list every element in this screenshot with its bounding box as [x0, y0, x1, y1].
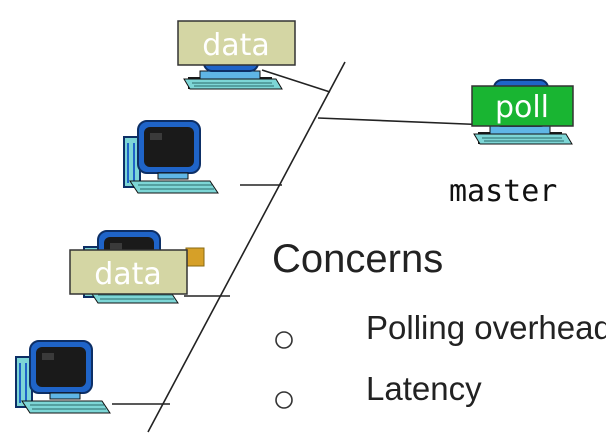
bullet-ring-icon	[275, 331, 293, 349]
poll-tag: poll	[471, 85, 574, 127]
branch-line	[261, 69, 331, 93]
small-indicator-square	[185, 247, 205, 267]
data-tag-label: data	[94, 257, 162, 292]
computer-icon	[15, 340, 111, 414]
data-tag-top: data	[177, 20, 296, 66]
computer-icon	[123, 120, 219, 194]
concern-item-1: Polling overhead	[366, 309, 606, 346]
poll-tag-label: poll	[495, 90, 549, 125]
branch-line-to-master	[317, 117, 491, 126]
concerns-heading: Concerns	[272, 237, 443, 281]
data-tag-label: data	[202, 28, 270, 63]
shared-bus-line	[147, 61, 346, 433]
concern-item-2: Latency	[366, 370, 482, 407]
bullet-ring-icon	[275, 391, 293, 409]
master-label: master	[449, 174, 557, 209]
data-tag-middle: data	[69, 249, 188, 295]
